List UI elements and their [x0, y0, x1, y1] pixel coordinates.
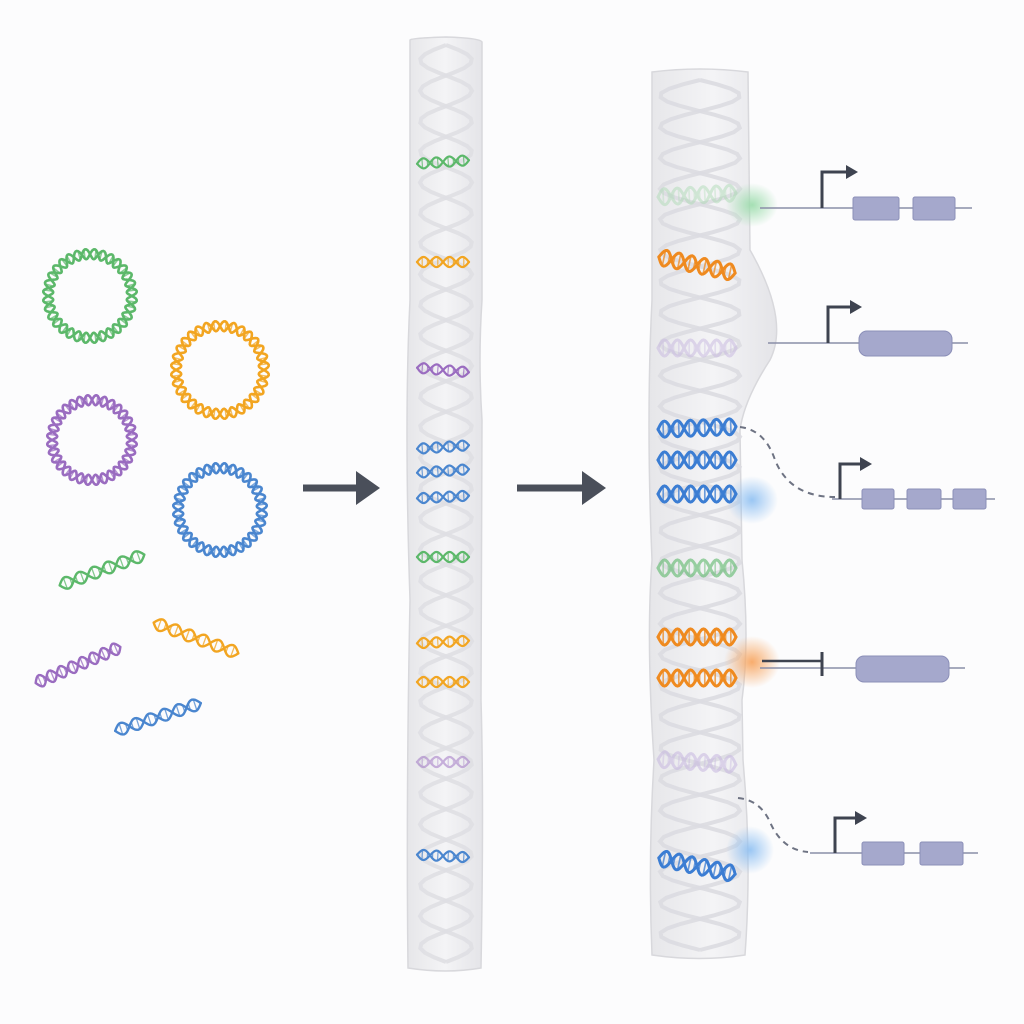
gene-exon	[952, 488, 987, 510]
dashed-regulatory-link	[739, 426, 836, 498]
dna-helix-icon	[656, 450, 738, 470]
dna-helix-icon	[656, 558, 738, 578]
integrated-segments	[415, 154, 471, 864]
circular-dna-icon	[169, 319, 271, 421]
gene-exon	[919, 841, 964, 866]
dna-helix-icon	[656, 338, 738, 358]
right-arrow-icon	[517, 471, 606, 505]
dna-helix-icon	[656, 668, 738, 688]
repressor-tbar-icon	[762, 652, 824, 676]
linear-dna-fragment-green	[58, 550, 146, 590]
linear-dna-fragment-purple	[34, 642, 122, 688]
dna-helix-icon	[415, 489, 471, 505]
dna-helix-icon	[415, 550, 471, 564]
gene-tracks	[737, 165, 995, 866]
integrated-chromosome-panel	[406, 36, 484, 972]
dna-helix-icon	[114, 698, 202, 736]
dna-helix-icon	[152, 618, 240, 658]
dna-helix-icon	[657, 248, 737, 282]
linear-dna-fragment-orange	[152, 618, 240, 658]
circular-plasmid-blue	[171, 461, 269, 559]
regulated-chromosome-panel	[648, 68, 780, 960]
gene-track-activated	[768, 300, 968, 357]
dashed-regulatory-link	[737, 797, 809, 853]
activation-glow-blue	[726, 826, 774, 874]
dna-helix-icon	[656, 750, 738, 774]
circular-plasmid-green	[41, 247, 139, 345]
dna-helix-icon	[415, 255, 471, 269]
dna-helix-icon	[415, 848, 471, 864]
regulated-segments	[656, 183, 738, 883]
activation-glow-blue	[726, 476, 778, 524]
gene-exon	[858, 330, 953, 357]
dna-helix-icon	[656, 484, 738, 504]
gene-exon	[855, 655, 950, 683]
gene-track-activated	[737, 797, 978, 866]
circular-dna-icon	[171, 461, 269, 559]
gene-track-repressed	[760, 652, 965, 683]
dna-helix-icon	[415, 675, 471, 689]
chromosome-helix-texture	[657, 78, 743, 952]
gene-exon	[861, 488, 895, 510]
dna-helix-icon	[415, 362, 471, 378]
gene-exon	[906, 488, 942, 510]
free-dna-panel	[34, 247, 271, 736]
gene-track-activated	[739, 426, 995, 510]
gene-exon	[912, 196, 956, 221]
gene-exon	[861, 841, 905, 866]
dna-helix-icon	[415, 755, 471, 769]
promoter-arrow-icon	[826, 300, 862, 343]
right-arrow-icon	[303, 471, 380, 505]
linear-dna-fragment-blue	[114, 698, 202, 736]
activation-glow-green	[726, 183, 778, 227]
dna-helix-icon	[656, 183, 738, 207]
dna-helix-icon	[415, 154, 471, 170]
circular-plasmid-purple	[45, 393, 139, 487]
dna-helix-icon	[657, 849, 737, 883]
promoter-arrow-icon	[838, 457, 872, 499]
gene-track-activated	[760, 165, 972, 221]
circular-dna-icon	[41, 247, 139, 345]
chromosome-helix-texture	[417, 43, 475, 964]
dna-helix-icon	[656, 417, 738, 439]
dna-helix-icon	[415, 439, 471, 455]
promoter-arrow-icon	[833, 811, 867, 853]
dna-helix-icon	[58, 550, 146, 590]
gene-exon	[852, 196, 900, 221]
dna-helix-icon	[34, 642, 122, 688]
circular-plasmid-orange	[169, 319, 271, 421]
circular-dna-icon	[45, 393, 139, 487]
dna-helix-icon	[415, 463, 471, 479]
repression-glow-orange	[724, 636, 780, 688]
promoter-arrow-icon	[820, 165, 858, 208]
dna-helix-icon	[415, 634, 471, 650]
dna-helix-icon	[656, 627, 738, 647]
